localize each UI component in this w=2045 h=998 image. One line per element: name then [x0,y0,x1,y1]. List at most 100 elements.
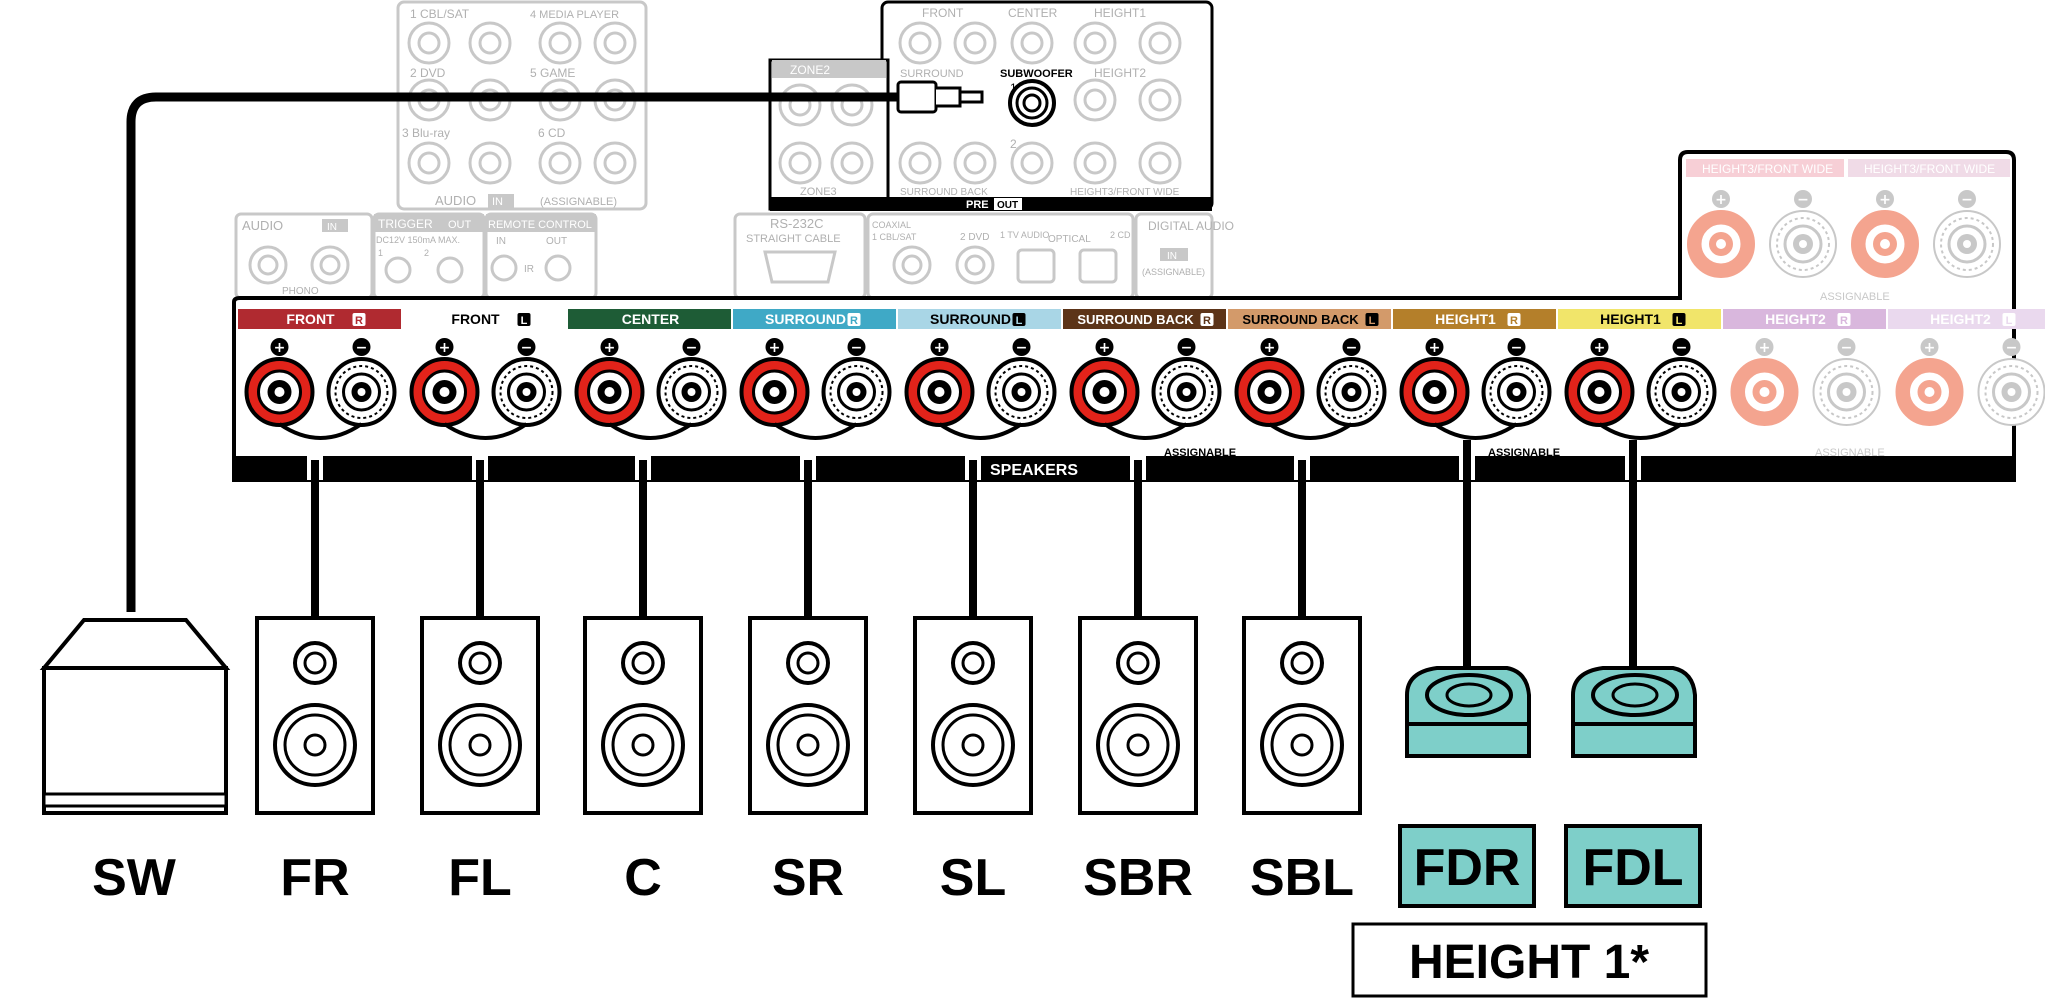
terminal-wire-loop [773,422,858,440]
positive-post-hole [1594,387,1605,397]
channel-side-letter: L [1676,315,1683,327]
negative-post-knurl [499,365,554,419]
trigger-out-tag: OUT [448,219,472,231]
negative-post-knurl [334,365,389,419]
preout-surround-label: SURROUND [900,68,964,80]
terminal-wire-loop [1433,422,1518,440]
speakers [39,616,1697,815]
positive-post-hole [1264,387,1275,397]
negative-post-knurl [1489,365,1544,419]
channel-side-tag [1012,313,1026,326]
subwoofer-speaker [39,618,231,815]
coaxial-label: COAXIAL [872,220,911,230]
audio-in-game: 5 GAME [530,66,575,80]
plus-marker [1755,338,1774,356]
plus-marker [930,338,949,356]
minus-marker [2002,338,2021,356]
subwoofer-cable [126,80,984,612]
channel-side-tag [1672,313,1686,326]
tv-audio-label: 1 TV AUDIO [1000,230,1049,240]
woofer-dust-cap [961,733,985,757]
speaker-label-fdr: FDR [1414,839,1521,897]
preout-subwoofer-label: SUBWOOFER [1000,68,1073,80]
minus-marker [1012,338,1031,356]
speaker-label-sw: SW [92,849,177,907]
plus-marker [1590,338,1609,356]
channel-side-tag [1507,313,1521,326]
pre-out-block: ZONE2 ZONE3 FRONT CENTER HEIGHT1 SURROUN… [768,0,1214,211]
audio-in-media-player: 4 MEDIA PLAYER [530,9,619,21]
coaxial-sub-label: 1 CBL/SAT [872,232,917,242]
minus-sign: − [1676,340,1688,356]
negative-post-knurl [1776,217,1830,271]
dolby-driver-inner [1611,682,1659,708]
plus-sign: + [274,340,286,356]
tweeter-inner [1126,651,1150,675]
negative-post-knurl [1984,365,2039,419]
channel-side-tag [352,313,366,326]
tweeter-inner [961,651,985,675]
channel-label: HEIGHT2 [1930,311,1991,327]
channel-side-tag [847,313,861,326]
speaker-label-box-fdr [1398,824,1536,908]
preout-footer-label: PRE [966,199,989,211]
minus-marker [1342,338,1361,356]
plus-sign: + [1879,192,1891,208]
minus-marker [1672,338,1691,356]
channel-side-letter: L [2006,315,2013,327]
positive-post-hole [1759,387,1770,397]
negative-post-hole [1842,388,1851,396]
channel-label: SURROUND [765,311,846,327]
plus-sign: + [604,340,616,356]
channel-side-letter: L [1369,315,1376,327]
speaker-label-sbr: SBR [1083,849,1193,907]
negative-post-knurl [1940,217,1994,271]
terminal-wire-loop [443,422,528,440]
rs232c-label: RS-232C [770,216,823,231]
audio-input-block: 1 CBL/SAT 4 MEDIA PLAYER 2 DVD 5 GAME 3 … [396,0,648,211]
height3-r-label: HEIGHT3/FRONT WIDE [1702,162,1833,176]
minus-sign: − [1797,192,1809,208]
negative-post-hole [357,388,366,396]
plus-sign: + [1264,340,1276,356]
plus-sign: + [439,340,451,356]
floor-speaker-fr [255,616,375,815]
plus-sign: + [934,340,946,356]
preout-height3-label: HEIGHT3/FRONT WIDE [1070,187,1180,198]
height3-terminals: +−+− [1687,190,2001,278]
audio-in-cblsat: 1 CBL/SAT [410,7,470,21]
digital-assignable-label: (ASSIGNABLE) [1142,267,1205,277]
subwoofer-body [42,666,228,815]
woofer-dust-cap [796,733,820,757]
terminal-wire-loop [608,422,693,440]
optical-label: OPTICAL [1048,234,1091,245]
lower-connectors-block: AUDIO IN PHONO TRIGGER OUT DC12V 150mA M… [234,212,1234,300]
speakers-label-bg [983,458,1083,478]
negative-post-hole [1799,240,1807,248]
plus-sign: + [1924,340,1936,356]
speakers-label: SPEAKERS [990,462,1078,479]
dolby-speaker-fdl [1571,666,1697,758]
channel-side-tag [2002,313,2016,326]
minus-sign: − [356,340,368,356]
positive-post-hole [769,387,780,397]
negative-post-hole [522,388,531,396]
subwoofer-top [39,618,231,670]
woofer-dust-cap [303,733,327,757]
terminal-wire-loop [938,422,1023,440]
speaker-label-fdl: FDL [1582,839,1683,897]
minus-marker [1837,338,1856,356]
audio-in-cd: 6 CD [538,126,566,140]
floor-speaker-sl [913,616,1033,815]
tweeter-inner [468,651,492,675]
minus-sign: − [521,340,533,356]
channel-label: SURROUND BACK [1242,312,1359,327]
digital-in-tag: IN [1167,251,1177,262]
terminal-posts: +−+−+−+−+−+−+−+−+−+−+− [244,338,2045,440]
minus-sign: − [686,340,698,356]
digital-audio-label: DIGITAL AUDIO [1148,219,1234,233]
channel-side-tag [1365,313,1379,326]
dolby-speaker-fdr [1405,666,1531,758]
plus-marker [1095,338,1114,356]
